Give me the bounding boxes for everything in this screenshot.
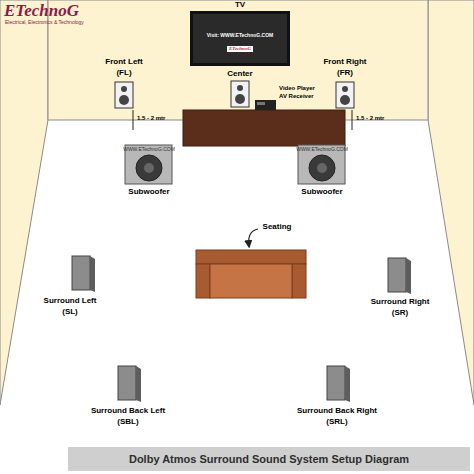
watermark: WWW.ETechnoG.COM <box>123 147 175 153</box>
speaker-code: (SR) <box>392 308 408 317</box>
subwoofer-cone <box>309 155 335 181</box>
screen-logo: ETechnoG <box>227 46 253 52</box>
speaker-side <box>136 366 141 402</box>
speaker-code: (FR) <box>337 68 353 77</box>
speaker-code: (SL) <box>62 307 78 316</box>
caption-band: Dolby Atmos Surround Sound System Setup … <box>68 447 470 471</box>
speaker-woofer <box>235 94 245 104</box>
diagram-caption: Dolby Atmos Surround Sound System Setup … <box>129 453 409 465</box>
subwoofer-cap <box>317 163 327 173</box>
speaker-label: Subwoofer <box>128 187 169 196</box>
seating-leader <box>249 229 258 246</box>
speaker-label: Surround Left <box>44 296 97 305</box>
tv-frame <box>190 11 290 66</box>
sofa-seat <box>210 264 292 298</box>
tv-screen <box>193 14 287 63</box>
speaker-code: (SRL) <box>326 417 347 426</box>
speaker-label: Surround Back Left <box>91 406 165 415</box>
speaker-label: Center <box>227 69 252 78</box>
speaker-tweeter <box>121 86 127 92</box>
distance-line <box>133 110 134 130</box>
center-speaker <box>231 81 249 107</box>
sofa-back <box>196 250 306 264</box>
surround-back-right-speaker <box>327 366 345 400</box>
subwoofer-cap <box>144 163 154 173</box>
speaker-label: Front Left <box>105 57 142 66</box>
speaker-woofer <box>119 95 129 105</box>
surround-back-left-speaker <box>118 366 136 400</box>
brand-tagline: Electrical, Electronics & Technology <box>5 20 84 26</box>
distance-label: 1.5 - 2 mtr <box>137 115 165 122</box>
speaker-label: Surround Back Right <box>297 406 377 415</box>
speaker-code: (SBL) <box>117 417 138 426</box>
sofa-arm <box>196 264 210 298</box>
av-receiver <box>255 100 276 110</box>
speaker-label: Surround Right <box>371 297 430 306</box>
speaker-label: Front Right <box>323 57 366 66</box>
front-left-speaker <box>115 82 133 108</box>
front-right-speaker <box>336 82 354 108</box>
watermark: WWW.ETechnoG.COM <box>296 147 348 153</box>
surround-right-speaker <box>388 258 406 292</box>
distance-label: 1.5 - 2 mtr <box>356 115 384 122</box>
speaker-label: Subwoofer <box>301 187 342 196</box>
device-label: Video Player <box>279 85 315 92</box>
left-wall <box>0 0 48 405</box>
back-wall <box>48 0 428 120</box>
speaker-side <box>90 256 95 292</box>
device-label: AV Receiver <box>279 93 314 100</box>
right-wall <box>428 0 474 405</box>
speaker-side <box>406 258 411 294</box>
speaker-tweeter <box>342 86 348 92</box>
surround-left-speaker <box>72 256 90 290</box>
speaker-side <box>345 366 350 402</box>
screen-text: Visit: WWW.ETechnoG.COM <box>207 33 273 39</box>
sofa-arm <box>292 264 306 298</box>
tv-cabinet <box>183 110 345 146</box>
speaker-tweeter <box>237 85 243 91</box>
subwoofer-cone <box>136 155 162 181</box>
speaker-woofer <box>340 95 350 105</box>
brand-logo: ETechnoG <box>4 1 79 21</box>
device-label: TV <box>235 0 245 9</box>
distance-line <box>352 110 353 130</box>
speaker-code: (FL) <box>116 68 131 77</box>
seating-label: Seating <box>263 222 292 231</box>
receiver-display <box>257 102 265 105</box>
